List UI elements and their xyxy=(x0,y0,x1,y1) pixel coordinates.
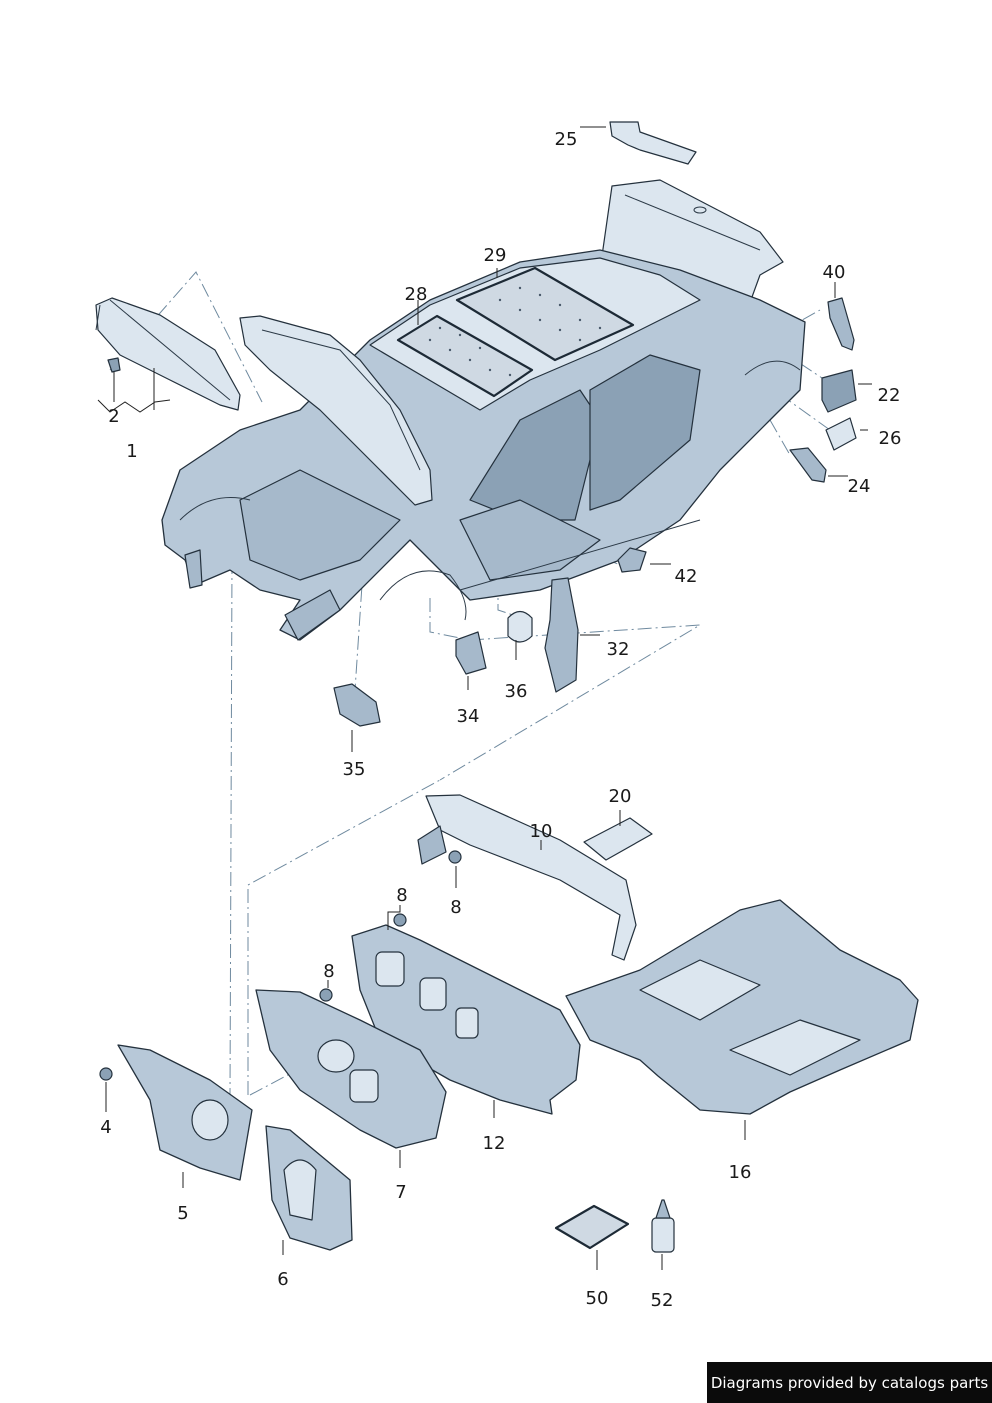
part-42 xyxy=(617,547,647,573)
part-8-nuts xyxy=(99,850,462,1081)
callout-34: 34 xyxy=(457,706,480,727)
callout-2: 2 xyxy=(108,406,119,427)
callout-8-b: 8 xyxy=(450,897,461,918)
callout-8-c: 8 xyxy=(323,961,334,982)
part-16-carpet xyxy=(565,899,919,1115)
part-10-crossmember xyxy=(425,794,637,961)
callout-22: 22 xyxy=(878,385,901,406)
callout-36: 36 xyxy=(505,681,528,702)
part-32 xyxy=(544,577,579,693)
part-52-bottle xyxy=(651,1199,675,1253)
callout-8-a: 8 xyxy=(396,885,407,906)
part-50-pad xyxy=(554,1204,630,1250)
callout-6: 6 xyxy=(277,1269,288,1290)
part-36 xyxy=(507,610,533,643)
callout-29: 29 xyxy=(484,245,507,266)
callout-24: 24 xyxy=(848,476,871,497)
callout-35: 35 xyxy=(343,759,366,780)
part-35 xyxy=(333,683,381,727)
part-22 xyxy=(821,369,857,413)
callout-32: 32 xyxy=(607,639,630,660)
leader-lines xyxy=(97,126,872,1270)
callout-26: 26 xyxy=(879,428,902,449)
part-10-bracket xyxy=(417,825,447,865)
callout-28: 28 xyxy=(405,284,428,305)
callout-20: 20 xyxy=(609,786,632,807)
roof-pad-28 xyxy=(396,314,534,398)
callout-1: 1 xyxy=(126,441,137,462)
roof-damping-pads xyxy=(396,266,635,398)
callout-52: 52 xyxy=(651,1290,674,1311)
part-20 xyxy=(583,817,653,861)
part-34 xyxy=(455,631,487,675)
part-24 xyxy=(789,447,827,483)
roof-pad-29 xyxy=(455,266,635,362)
callout-40: 40 xyxy=(823,262,846,283)
part-2-clip xyxy=(107,357,121,373)
attribution-banner[interactable]: Diagrams provided by catalogs parts xyxy=(707,1362,992,1403)
part-7-insulator xyxy=(255,989,447,1149)
part-26 xyxy=(825,417,857,451)
part-40 xyxy=(827,297,855,351)
callout-10: 10 xyxy=(530,821,553,842)
callout-12: 12 xyxy=(483,1133,506,1154)
callout-16: 16 xyxy=(729,1162,752,1183)
callout-7: 7 xyxy=(395,1182,406,1203)
callout-5: 5 xyxy=(177,1203,188,1224)
callout-4: 4 xyxy=(100,1117,111,1138)
callout-50: 50 xyxy=(586,1288,609,1309)
part-1-bulkhead-seal xyxy=(95,297,241,411)
callout-labels: 1 2 4 5 6 7 8 8 8 10 12 16 20 22 24 25 2… xyxy=(100,129,901,1311)
callout-42: 42 xyxy=(675,566,698,587)
part-5-insulator xyxy=(117,1044,253,1181)
part-25-trunk-insulator xyxy=(609,121,697,165)
callout-25: 25 xyxy=(555,129,578,150)
